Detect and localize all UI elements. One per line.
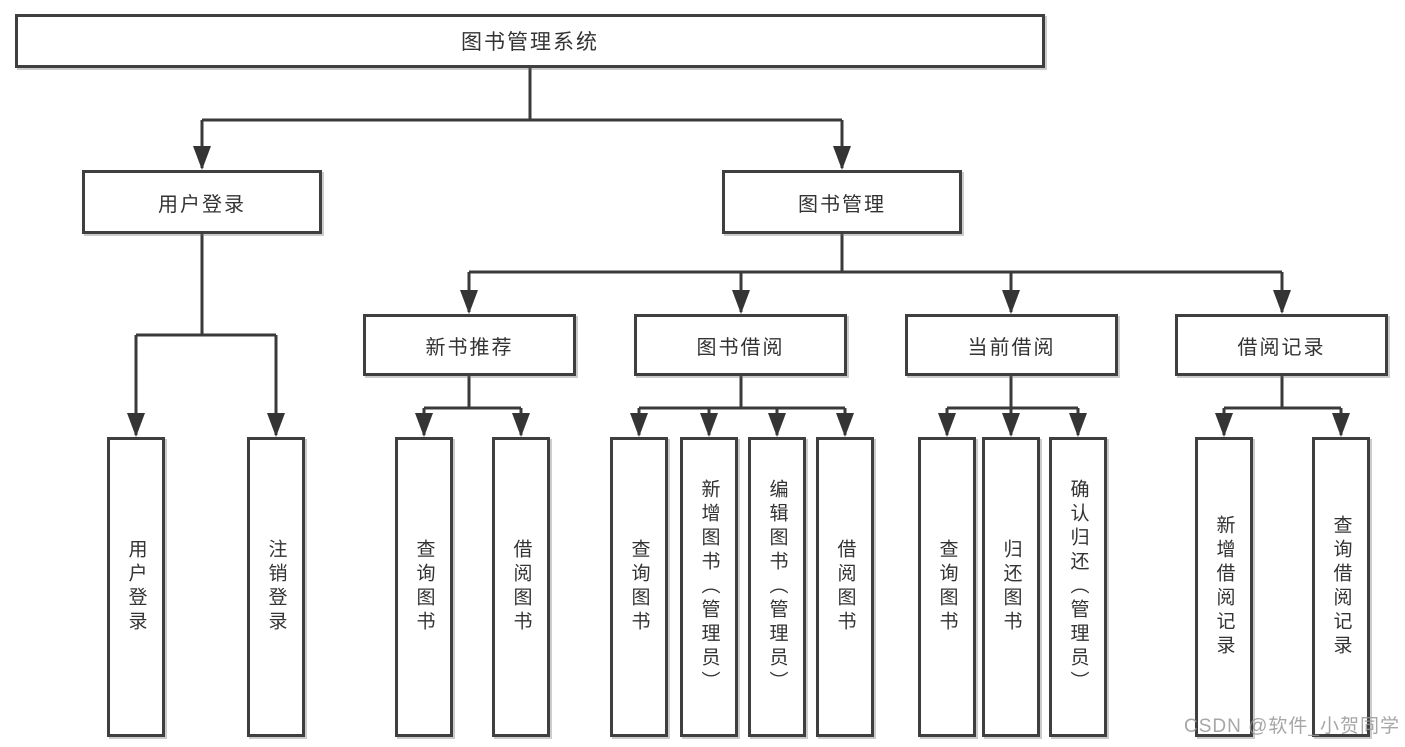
leaf-borrow-query-books: 查询图书: [610, 437, 668, 737]
node-book-management-label: 图书管理: [798, 193, 886, 216]
leaf-logout: 注销登录: [247, 437, 305, 737]
leaf-borrow-books-label: 借阅图书: [834, 539, 856, 635]
arrowheads: [127, 146, 1350, 437]
node-current-borrow: 当前借阅: [905, 314, 1118, 376]
node-current-borrow-label: 当前借阅: [967, 336, 1056, 359]
node-user-login-label: 用户登录: [158, 193, 246, 216]
leaf-add-borrow-record-label: 新增借阅记录: [1213, 515, 1235, 659]
leaf-add-books-admin: 新增图书（管理员）: [680, 437, 738, 737]
leaf-add-borrow-record: 新增借阅记录: [1195, 437, 1253, 737]
leaf-return-books-label: 归还图书: [1000, 539, 1022, 635]
leaf-edit-books-admin-label: 编辑图书（管理员）: [766, 479, 788, 695]
leaf-newbook-borrow-books-label: 借阅图书: [510, 539, 532, 635]
leaf-newbook-borrow-books: 借阅图书: [492, 437, 550, 737]
leaf-logout-label: 注销登录: [265, 539, 287, 635]
leaf-query-borrow-record: 查询借阅记录: [1312, 437, 1370, 737]
leaf-confirm-return-admin-label: 确认归还（管理员）: [1067, 479, 1089, 695]
leaf-current-query-books-label: 查询图书: [936, 539, 958, 635]
leaf-borrow-books: 借阅图书: [816, 437, 874, 737]
node-new-book-recommend: 新书推荐: [363, 314, 576, 376]
leaf-user-login: 用户登录: [107, 437, 165, 737]
leaf-confirm-return-admin: 确认归还（管理员）: [1049, 437, 1107, 737]
node-borrow-records: 借阅记录: [1175, 314, 1388, 376]
node-library-system-label: 图书管理系统: [461, 31, 599, 54]
leaf-add-books-admin-label: 新增图书（管理员）: [698, 479, 720, 695]
node-borrow-records-label: 借阅记录: [1237, 336, 1326, 359]
node-book-borrow: 图书借阅: [634, 314, 847, 376]
watermark: CSDN @软件_小贺同学: [1184, 716, 1400, 737]
leaf-newbook-query-books: 查询图书: [395, 437, 453, 737]
leaf-query-borrow-record-label: 查询借阅记录: [1330, 515, 1352, 659]
node-library-system: 图书管理系统: [15, 14, 1045, 68]
leaf-current-query-books: 查询图书: [918, 437, 976, 737]
leaf-newbook-query-books-label: 查询图书: [413, 539, 435, 635]
node-book-management: 图书管理: [722, 170, 962, 234]
node-new-book-recommend-label: 新书推荐: [425, 336, 514, 359]
node-user-login: 用户登录: [82, 170, 322, 234]
leaf-borrow-query-books-label: 查询图书: [628, 539, 650, 635]
leaf-return-books: 归还图书: [982, 437, 1040, 737]
leaf-user-login-label: 用户登录: [125, 539, 147, 635]
node-book-borrow-label: 图书借阅: [696, 336, 785, 359]
leaf-edit-books-admin: 编辑图书（管理员）: [748, 437, 806, 737]
